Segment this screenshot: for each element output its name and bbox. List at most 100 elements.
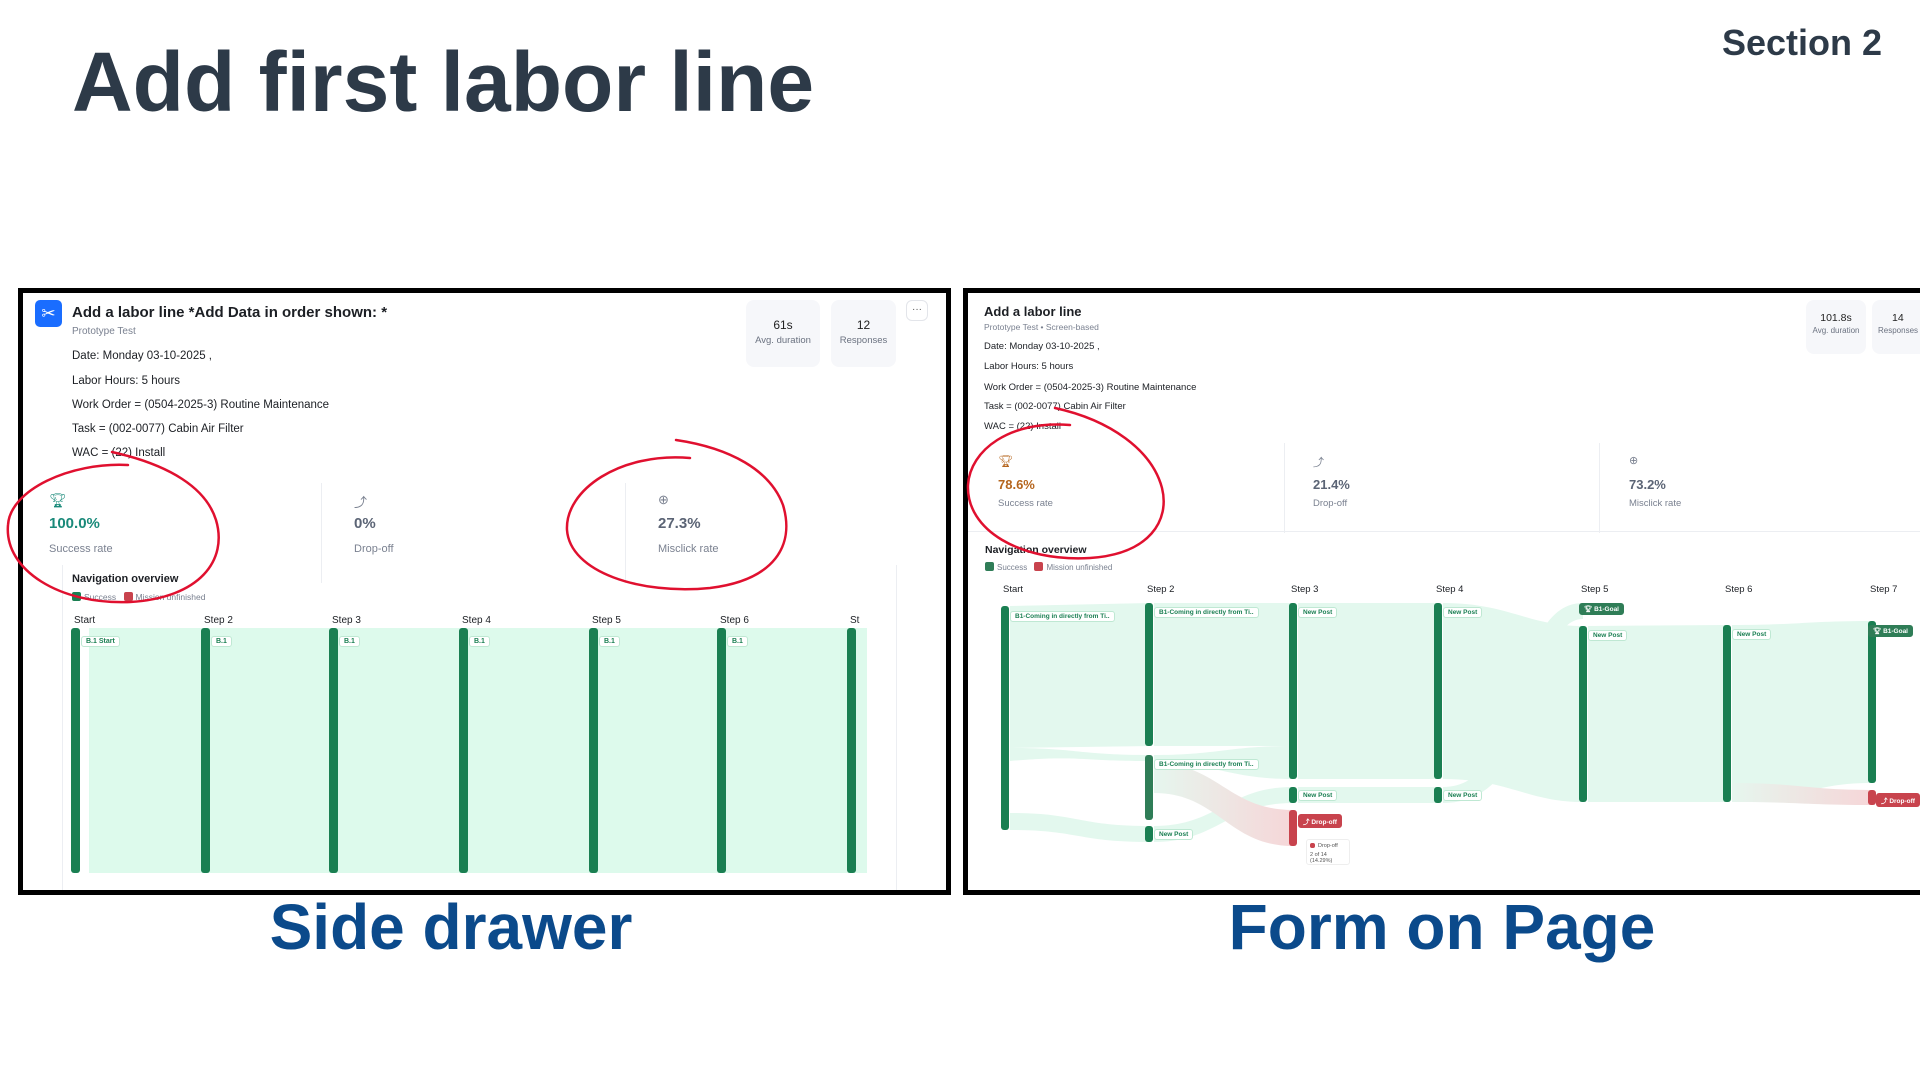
drop-off-label: Drop-off — [354, 543, 394, 555]
step-node-bar[interactable] — [329, 628, 338, 873]
drop-off-node-bar[interactable] — [1289, 810, 1297, 846]
flow-band — [1010, 813, 1149, 842]
step-node-bar[interactable] — [1145, 826, 1153, 842]
task-line: Task = (002-0077) Cabin Air Filter — [984, 401, 1126, 412]
step-node-tag[interactable]: B.1 — [211, 636, 232, 647]
drop-off-flow — [1732, 783, 1871, 805]
step-label: Step 2 — [1147, 584, 1175, 595]
flow-band — [1154, 603, 1293, 746]
step-node-bar[interactable] — [717, 628, 726, 873]
step-node-tag[interactable]: New Post — [1732, 629, 1772, 640]
step-node-bar[interactable] — [459, 628, 468, 873]
step-node-tag[interactable]: B.1 — [599, 636, 620, 647]
task-line: Work Order = (0504-2025-3) Routine Maint… — [72, 399, 330, 411]
task-line: Date: Monday 03-10-2025 , — [984, 341, 1100, 352]
task-subtitle: Prototype Test — [72, 326, 136, 337]
step-node-bar[interactable] — [847, 628, 856, 873]
step-node-tag[interactable]: New Post — [1154, 829, 1194, 840]
step-node-tag[interactable]: B.1 — [727, 636, 748, 647]
step-node-bar[interactable] — [1434, 603, 1442, 779]
step-node-tag[interactable]: New Post — [1443, 607, 1483, 618]
step-node-bar[interactable] — [1579, 626, 1587, 802]
task-line: Date: Monday 03-10-2025 , — [72, 350, 213, 362]
step-node-bar[interactable] — [1289, 787, 1297, 803]
drop-off-icon: ⤴ — [354, 495, 368, 510]
tag-label: B1-Coming in directly from Ti.. — [1159, 761, 1254, 768]
drop-off-flow — [1154, 763, 1293, 846]
legend: Success Mission unfinished — [985, 562, 1112, 572]
step-node-tag[interactable]: B.1 — [339, 636, 360, 647]
tag-label: New Post — [1303, 792, 1333, 799]
misclick-rate-value: 73.2% — [1629, 477, 1666, 492]
step-node-bar[interactable] — [1723, 625, 1731, 802]
more-options-button[interactable]: ··· — [906, 300, 928, 321]
step-node-tag[interactable]: New Post — [1298, 607, 1338, 618]
tag-label: B1-Coming in directly from Ti.. — [1159, 609, 1254, 616]
step-label: Step 6 — [1725, 584, 1753, 595]
legend-unfinished: Mission unfinished — [135, 592, 206, 602]
task-line: Work Order = (0504-2025-3) Routine Maint… — [984, 382, 1197, 393]
step-node-tag[interactable]: B1-Coming in directly from Ti.. — [1154, 759, 1259, 770]
tag-label: New Post — [1448, 609, 1478, 616]
drop-off-label: Drop-off — [1313, 498, 1348, 509]
flow-band — [1010, 748, 1149, 761]
tag-label: New Post — [1159, 831, 1189, 838]
tooltip-detail: 2 of 14 (14.29%) — [1310, 852, 1333, 864]
step-node-tag[interactable]: B.1 Start — [81, 636, 120, 647]
section-label: Section 2 — [1721, 22, 1882, 63]
step-node-bar[interactable] — [1434, 787, 1442, 803]
step-label: Step 6 — [720, 615, 749, 626]
step-node-bar[interactable] — [1289, 603, 1297, 779]
flow-diagram — [1010, 603, 1871, 846]
step-node-tag[interactable]: B.1 — [469, 636, 490, 647]
drop-off-node-bar[interactable] — [1868, 790, 1876, 805]
task-line: Task = (002-0077) Cabin Air Filter — [72, 423, 244, 435]
task-title: Add a labor line — [984, 304, 1082, 319]
legend: Success Mission unfinished — [72, 592, 205, 602]
step-node-tag[interactable]: New Post — [1443, 790, 1483, 801]
step-node-bar[interactable] — [1145, 603, 1153, 746]
drop-off-value: 0% — [354, 515, 376, 532]
drop-off-tooltip: Drop-off 2 of 14 (14.29%) — [1306, 839, 1350, 865]
drop-off-node-tag[interactable]: ⤴ Drop-off — [1876, 793, 1920, 807]
step-node-tag[interactable]: New Post — [1298, 790, 1338, 801]
navigation-overview-title: Navigation overview — [72, 573, 179, 585]
step-node-bar[interactable] — [201, 628, 210, 873]
tag-label: New Post — [1303, 609, 1333, 616]
caption-side-drawer: Side drawer — [269, 891, 633, 963]
tag-label: B1-Goal — [1883, 628, 1908, 635]
step-node-bar[interactable] — [1868, 621, 1876, 783]
step-node-tag[interactable]: B1-Coming in directly from Ti.. — [1154, 607, 1259, 618]
drop-off-icon: ⤴ — [1313, 457, 1324, 469]
tag-label: New Post — [1593, 632, 1623, 639]
step-label: Step 3 — [332, 615, 361, 626]
step-node-bar[interactable] — [1001, 606, 1009, 830]
step-node-tag[interactable]: New Post — [1588, 630, 1628, 641]
prototype-icon: ✂ — [35, 300, 62, 327]
drop-off-node-tag[interactable]: ⤴ Drop-off — [1298, 814, 1342, 828]
goal-node-tag[interactable]: 🏆︎ B1-Goal — [1868, 625, 1913, 637]
step-node-tag[interactable]: B1-Coming in directly from Ti.. — [1010, 611, 1115, 622]
step-node-bar[interactable] — [1145, 755, 1153, 820]
misclick-rate-value: 27.3% — [658, 515, 701, 532]
tag-label: New Post — [1448, 792, 1478, 799]
step-label: Step 7 — [1870, 584, 1898, 595]
goal-node-tag[interactable]: 🏆︎ B1-Goal — [1579, 603, 1624, 615]
task-line: Labor Hours: 5 hours — [72, 375, 181, 387]
legend-unfinished-swatch — [123, 592, 133, 601]
success-rate-value: 100.0% — [49, 515, 100, 532]
step-label: Start — [1003, 584, 1024, 595]
flow-band — [1010, 603, 1149, 748]
task-line: WAC = (22) Install — [72, 447, 166, 459]
tag-label: B1-Coming in directly from Ti.. — [1015, 613, 1110, 620]
tooltip-title: Drop-off — [1310, 843, 1346, 849]
legend-unfinished-swatch — [1034, 562, 1044, 571]
step-node-bar[interactable] — [71, 628, 80, 873]
legend-unfinished: Mission unfinished — [1046, 563, 1113, 572]
trophy-icon: 🏆︎ — [49, 492, 67, 508]
misclick-icon: ⊕ — [1629, 455, 1639, 467]
flow-band — [89, 628, 867, 873]
step-node-bar[interactable] — [589, 628, 598, 873]
